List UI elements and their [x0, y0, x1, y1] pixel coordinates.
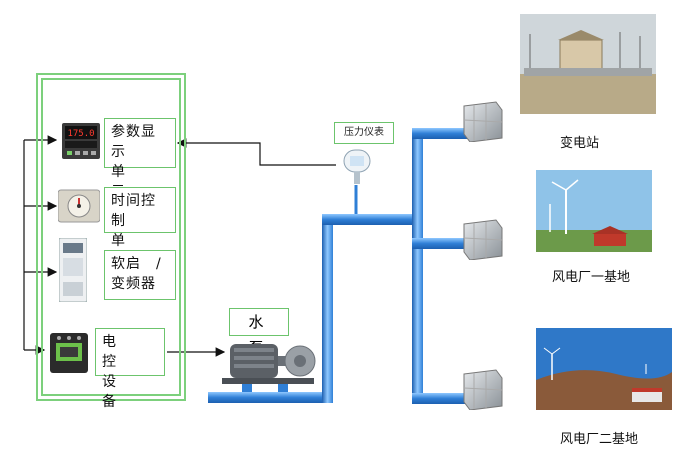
pressure-gauge-label: 压力仪表 [334, 122, 394, 144]
site-label-wind-farm-1: 风电厂一基地 [552, 270, 631, 285]
unit-label-line2: 设 备 [102, 374, 156, 410]
water-tank-icon [458, 100, 504, 143]
unit-label-time-control: 时间控制 单 元 [104, 187, 176, 269]
pressure-transmitter-icon [342, 148, 372, 186]
unit-label-line2: 变频器 [111, 276, 156, 292]
water-pump-icon [218, 338, 328, 392]
unit-label-line1: 电 控 [102, 334, 156, 370]
unit-label-parameter-display: 参数显示 单 元 [104, 118, 176, 200]
unit-label-line1: 软启 / [111, 256, 162, 272]
display-readout: 175.0 [67, 129, 94, 139]
unit-label-line1: 参数显示 [111, 124, 156, 160]
control-panel-outer-frame [36, 73, 186, 401]
unit-label-line1: 时间控制 [111, 193, 156, 229]
pump-label: 水 泵 [229, 308, 289, 357]
unit-label-soft-start-inverter: 软启 / 变频器 [104, 250, 176, 300]
water-tank-icon [458, 368, 504, 411]
site-label-wind-farm-2: 风电厂二基地 [560, 432, 639, 447]
timer-relay-icon [57, 188, 101, 224]
digital-display-icon: 175.0 [62, 123, 100, 159]
contactor-icon [50, 333, 88, 373]
wind-farm-1-photo [536, 170, 652, 252]
wind-farm-2-photo [536, 328, 672, 410]
substation-photo [520, 14, 656, 114]
site-label-substation: 变电站 [560, 136, 600, 151]
water-tank-icon [458, 218, 504, 261]
unit-label-electrical-control: 电 控 设 备 [95, 328, 165, 410]
inverter-icon [58, 237, 88, 303]
control-panel-inner-frame [41, 78, 181, 396]
